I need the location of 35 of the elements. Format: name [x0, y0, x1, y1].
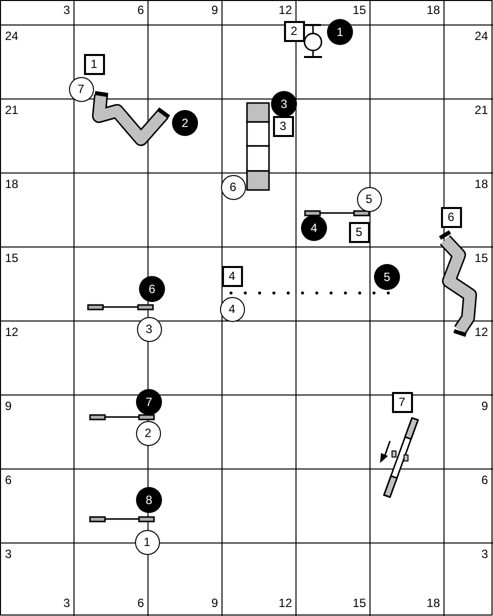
number-square: 3: [272, 116, 294, 136]
grid-coordinate: 3: [63, 597, 70, 609]
grid-coordinate: 21: [474, 104, 488, 116]
grid-coordinate: 6: [5, 474, 12, 486]
grid-coordinate: 12: [278, 597, 292, 609]
grid-coordinate: 15: [352, 4, 366, 16]
grid-coordinate: 18: [5, 178, 18, 190]
grid-coordinate: 15: [352, 597, 366, 609]
grid-coordinate: 12: [278, 4, 292, 16]
grid-coordinate: 24: [474, 30, 488, 42]
grid-coordinate: 9: [5, 400, 12, 412]
grid-coordinate: 12: [5, 326, 18, 338]
grid-coordinate: 21: [5, 104, 18, 116]
grid-coordinate: 9: [481, 400, 488, 412]
grid-coordinate: 12: [474, 326, 488, 338]
grid-coordinate: 15: [474, 252, 488, 264]
number-square: 6: [440, 206, 462, 228]
number-square: 4: [222, 266, 242, 286]
number-square: 1: [84, 54, 104, 74]
grid-coordinate: 3: [63, 4, 70, 16]
grid-coordinate: 18: [474, 178, 488, 190]
number-square: 7: [392, 392, 412, 412]
grid-coordinate: 3: [5, 548, 12, 560]
grid-coordinate: 9: [211, 4, 218, 16]
grid-coordinate: 6: [137, 597, 144, 609]
grid-coordinate: 3: [481, 548, 488, 560]
grid-coordinate: 9: [211, 597, 218, 609]
grid-coordinate: 6: [137, 4, 144, 16]
number-square: 2: [284, 20, 304, 42]
grid-coordinate: 24: [5, 30, 18, 42]
number-square: 5: [348, 222, 370, 242]
grid-coordinate: 18: [426, 4, 440, 16]
grid-coordinate: 15: [5, 252, 18, 264]
grid-coordinate: 6: [481, 474, 488, 486]
grid-coordinate: 18: [426, 597, 440, 609]
